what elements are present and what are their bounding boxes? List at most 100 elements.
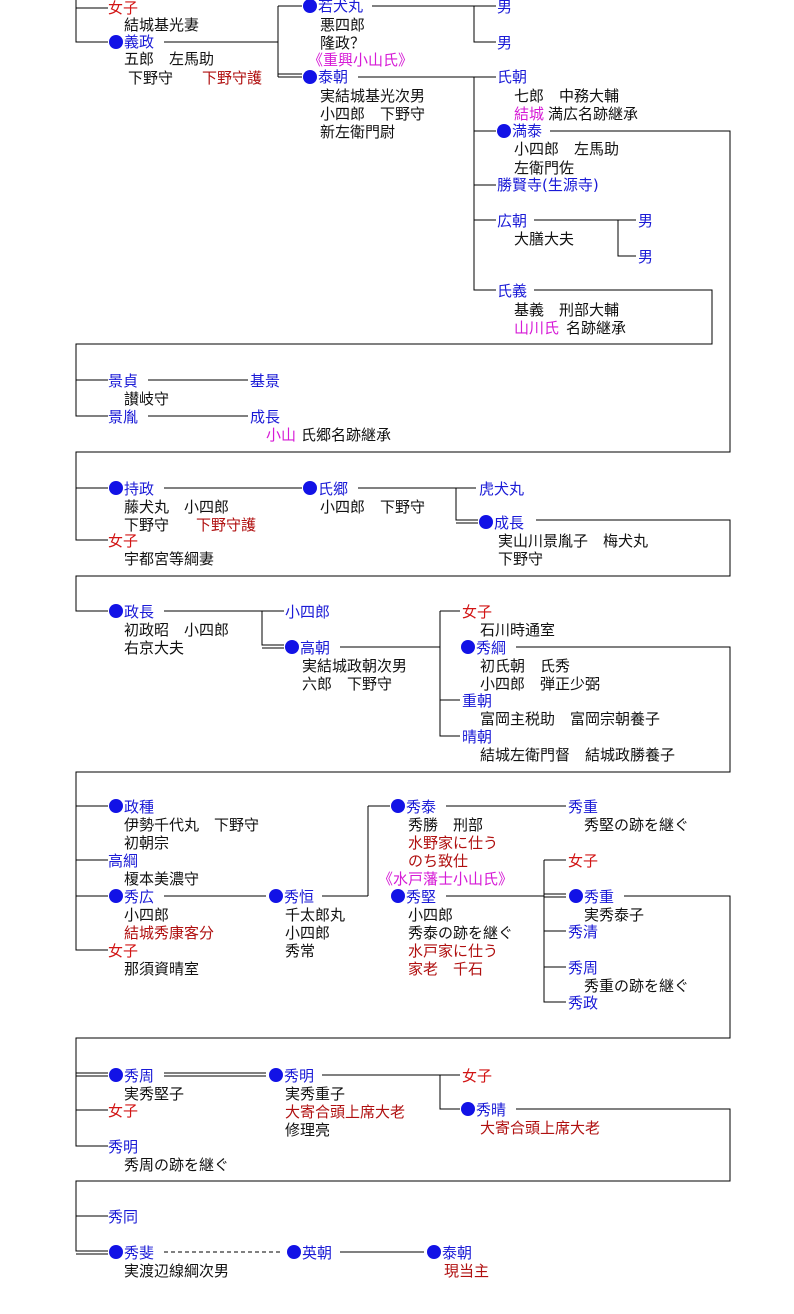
person-harutomo-name: 晴朝: [462, 728, 492, 746]
person-mochimasa-name: 持政: [124, 480, 154, 498]
person-hideharu-name: 秀晴: [476, 1101, 506, 1119]
person-joshi2-note-1: 宇都宮等綱妻: [124, 550, 214, 568]
person-takatomo-note-1: 実結城政朝次男: [302, 657, 407, 675]
person-joshi4-note-1: 那須資晴室: [124, 960, 199, 978]
person-masanaga-note-1: 初政昭 小四郎: [124, 621, 229, 639]
main-line-dot-icon: [497, 124, 511, 138]
person-hidetsuna-name: 秀綱: [476, 639, 506, 657]
person-hideyasu-note-3: のち致仕: [408, 852, 468, 870]
person-masanaga-name: 政長: [124, 603, 154, 621]
main-line-dot-icon: [109, 481, 123, 495]
person-hideaki1-note-1: 秀周の跡を継ぐ: [124, 1156, 229, 1174]
person-joshi3-name: 女子: [462, 603, 492, 621]
main-line-dot-icon: [287, 1245, 301, 1259]
main-line-dot-icon: [391, 799, 405, 813]
person-wakainumaru-note-3: 《重興小山氏》: [308, 51, 413, 69]
person-joshi3-note-1: 石川時通室: [480, 621, 555, 639]
person-hideaki2-name: 秀明: [284, 1067, 314, 1085]
person-mochimasa-note-3: 下野守護: [196, 516, 256, 534]
person-hidetsuna-note-1: 初氏朝 氏秀: [480, 657, 570, 675]
person-hidechika1-note-1: 秀重の跡を継ぐ: [584, 977, 689, 995]
person-ujitomo-name: 氏朝: [497, 68, 527, 86]
person-hidehiro-name: 秀広: [124, 888, 154, 906]
person-yoshimasa-note-2: 下野守: [128, 69, 173, 87]
main-line-dot-icon: [391, 889, 405, 903]
main-line-dot-icon: [109, 1245, 123, 1259]
person-ujiyoshi-note-1: 基義 刑部大輔: [514, 301, 619, 319]
person-shigetomo-name: 重朝: [462, 692, 492, 710]
person-shigenaga2-note-1: 実山川景胤子 梅犬丸: [498, 532, 648, 550]
person-ujisato-note-1: 小四郎 下野守: [320, 498, 425, 516]
person-shigenaga1-note-1b: 氏郷名跡継承: [301, 426, 391, 444]
main-line-dot-icon: [269, 1068, 283, 1082]
person-hidechika1-name: 秀周: [568, 959, 598, 977]
person-mitsuyasu-note-2: 左衛門佐: [514, 159, 574, 177]
person-shokenji-name: 勝賢寺(生源寺): [497, 176, 599, 194]
person-hirotomo-note-1: 大膳大夫: [514, 230, 574, 248]
person-hideyasu-name: 秀泰: [406, 798, 436, 816]
main-line-dot-icon: [269, 889, 283, 903]
person-takatomo-note-2: 六郎 下野守: [302, 675, 392, 693]
person-yasutomo-note-3: 新左衛門尉: [320, 123, 395, 141]
person-joshi7-name: 女子: [462, 1067, 492, 1085]
person-yoshimasa-note-3: 下野守護: [202, 69, 262, 87]
main-line-dot-icon: [303, 70, 317, 84]
person-hideshige1-note-1: 秀堅の跡を継ぐ: [584, 816, 689, 834]
person-hidehi-note-1: 実渡辺線綱次男: [124, 1262, 229, 1280]
person-hideyasu-note-2: 水野家に仕う: [408, 834, 498, 852]
person-yoshimasa-note-1: 五郎 左馬助: [124, 50, 214, 68]
person-yasutomo-note-1: 実結城基光次男: [320, 87, 425, 105]
person-hidehi-name: 秀斐: [124, 1244, 154, 1262]
main-line-dot-icon: [461, 1102, 475, 1116]
person-takatomo-name: 高朝: [300, 639, 330, 657]
person-ujiyoshi-note-2b: 名跡継承: [566, 319, 626, 337]
main-line-dot-icon: [461, 640, 475, 654]
person-hidekiyo-name: 秀清: [568, 923, 598, 941]
connector-lines: [75, 0, 731, 1255]
person-hideaki2-note-1: 実秀重子: [285, 1085, 345, 1103]
person-ujiyoshi-name: 氏義: [497, 282, 527, 300]
person-hideaki1-name: 秀明: [108, 1138, 138, 1156]
person-otoko-a-name: 男: [497, 0, 512, 16]
person-hidetsune-note-2: 小四郎: [285, 924, 330, 942]
main-line-dot-icon: [109, 1068, 123, 1082]
person-joshi1-name: 女子: [108, 0, 138, 17]
person-motokage-name: 基景: [250, 372, 280, 390]
person-hideaki2-note-3: 修理亮: [285, 1121, 330, 1139]
person-hidetsuna-note-2: 小四郎 弾正少弼: [480, 675, 600, 693]
person-takatsuna-name: 高綱: [108, 852, 138, 870]
person-hidekata-note-3: 水戸家に仕う: [408, 942, 498, 960]
person-joshi6-name: 女子: [108, 1102, 138, 1120]
person-hidetsune-note-1: 千太郎丸: [285, 906, 345, 924]
person-hideshige1-name: 秀重: [568, 798, 598, 816]
person-hidehiro-note-1: 小四郎: [124, 906, 169, 924]
main-line-dot-icon: [109, 799, 123, 813]
person-ujitomo-note-1: 七郎 中務大輔: [514, 87, 619, 105]
person-hideaki2-note-2: 大寄合頭上席大老: [285, 1103, 405, 1121]
person-hidekata-note-2: 秀泰の跡を継ぐ: [408, 924, 513, 942]
person-otoko-d-name: 男: [638, 248, 653, 266]
main-line-dot-icon: [285, 640, 299, 654]
person-mochimasa-note-1: 藤犬丸 小四郎: [124, 498, 229, 516]
person-hideshige2-name: 秀重: [584, 888, 614, 906]
person-masatane-name: 政種: [124, 798, 154, 816]
person-hideharu-note-1: 大寄合頭上席大老: [480, 1119, 600, 1137]
person-yasutomo-name: 泰朝: [318, 68, 348, 86]
person-joshi2-name: 女子: [108, 532, 138, 550]
person-shigetomo-note-1: 富岡主税助 富岡宗朝養子: [480, 710, 660, 728]
person-hidemasa-name: 秀政: [568, 994, 598, 1012]
person-joshi5-name: 女子: [568, 852, 598, 870]
person-hidetsune-note-3: 秀常: [285, 942, 315, 960]
nodes: 女子 結城基光妻 義政 五郎 左馬助 下野守 下野守護 若犬丸 悪四郎 隆政？ …: [108, 0, 689, 1280]
person-wakainumaru-note-2: 隆政？: [320, 34, 365, 52]
main-line-dot-icon: [479, 515, 493, 529]
person-yasutomo2-note-1: 現当主: [444, 1262, 489, 1280]
person-eicho-name: 英朝: [302, 1244, 332, 1262]
person-ujitomo-note-2b: 満広名跡継承: [548, 105, 638, 123]
person-ujiyoshi-note-2a: 山川氏: [514, 319, 559, 337]
person-hideshige2-note-1: 実秀泰子: [584, 906, 644, 924]
person-torainumaru-name: 虎犬丸: [479, 480, 524, 498]
person-wakainumaru-name: 若犬丸: [318, 0, 363, 15]
person-kagesada-note-1: 讃岐守: [124, 390, 169, 408]
